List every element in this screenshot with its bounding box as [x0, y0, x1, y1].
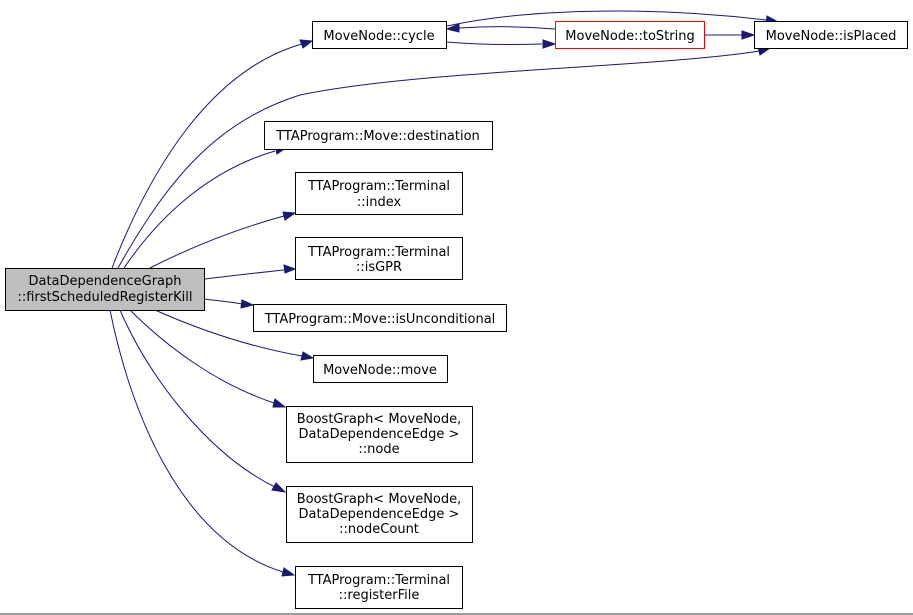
node-nodecount-line-1: BoostGraph< MoveNode, [297, 492, 462, 507]
node-nodecount[interactable]: BoostGraph< MoveNode, DataDependenceEdge… [286, 486, 473, 543]
edge-root-to-cycle-arrowhead [299, 39, 314, 49]
node-isplaced-label: MoveNode::isPlaced [766, 29, 897, 44]
edge-root-to-isgpr-arrowhead [283, 264, 297, 274]
node-root[interactable]: DataDependenceGraph ::firstScheduledRegi… [5, 268, 205, 311]
node-cycle[interactable]: MoveNode::cycle [312, 21, 447, 49]
node-destination-label: TTAProgram::Move::destination [275, 129, 480, 144]
node-index-line-2: ::index [357, 195, 402, 210]
node-index-line-1: TTAProgram::Terminal [307, 179, 450, 194]
node-registerfile-line-1: TTAProgram::Terminal [307, 573, 450, 588]
edge-root-to-move-arrowhead [300, 351, 315, 361]
edge-root-to-destination [123, 150, 276, 269]
node-isplaced[interactable]: MoveNode::isPlaced [754, 21, 908, 49]
node-isgpr-line-1: TTAProgram::Terminal [307, 245, 450, 260]
edge-root-to-isunconditional-arrowhead [240, 299, 255, 309]
node-destination[interactable]: TTAProgram::Move::destination [264, 121, 493, 150]
node-nodecount-line-3: ::nodeCount [339, 522, 419, 537]
edge-cycle-to-isplaced [446, 10, 767, 27]
node-move-label: MoveNode::move [323, 363, 437, 378]
node-isgpr-line-2: ::isGPR [356, 260, 402, 275]
edge-root-to-registerfile [109, 309, 284, 573]
node-node-line-1: BoostGraph< MoveNode, [297, 412, 462, 427]
edge-cycle-to-tostring-arrowhead [542, 39, 557, 49]
edge-root-to-node-arrowhead [272, 398, 287, 408]
edge-root-to-isgpr [203, 269, 285, 280]
edge-tostring-to-cycle-arrowhead [445, 23, 460, 33]
edge-root-to-cycle [111, 43, 303, 269]
bottom-divider [0, 613, 913, 615]
node-node-line-2: DataDependenceEdge > [299, 427, 460, 442]
edge-root-to-move [154, 309, 303, 357]
edge-root-to-node [129, 309, 275, 404]
node-move[interactable]: MoveNode::move [313, 355, 448, 383]
edge-root-to-nodecount-arrowhead [271, 482, 287, 493]
node-isgpr[interactable]: TTAProgram::Terminal ::isGPR [295, 237, 463, 280]
node-root-line-2: ::firstScheduledRegisterKill [17, 290, 192, 305]
node-root-line-1: DataDependenceGraph [28, 274, 181, 289]
node-tostring-label: MoveNode::toString [565, 29, 694, 44]
edge-root-to-isunconditional [203, 298, 243, 305]
edge-cycle-to-tostring [446, 41, 543, 46]
edge-root-to-registerfile-arrowhead [281, 567, 296, 577]
edge-root-to-isplaced [117, 50, 761, 269]
edge-root-to-index-arrowhead [282, 211, 297, 221]
node-cycle-label: MoveNode::cycle [323, 29, 434, 44]
node-isunconditional-label: TTAProgram::Move::isUnconditional [264, 312, 496, 327]
edge-root-to-nodecount [119, 309, 276, 488]
edge-root-to-index [149, 215, 285, 269]
node-registerfile[interactable]: TTAProgram::Terminal ::registerFile [295, 566, 463, 609]
edge-tostring-to-isplaced-arrowhead [741, 30, 756, 40]
edge-tostring-to-cycle [458, 26, 556, 30]
node-node-line-3: ::node [358, 442, 399, 457]
node-registerfile-line-2: ::registerFile [339, 588, 420, 603]
node-node[interactable]: BoostGraph< MoveNode, DataDependenceEdge… [286, 406, 473, 463]
node-index[interactable]: TTAProgram::Terminal ::index [295, 172, 463, 215]
node-nodecount-line-2: DataDependenceEdge > [299, 507, 460, 522]
node-tostring[interactable]: MoveNode::toString [555, 21, 705, 49]
node-isunconditional[interactable]: TTAProgram::Move::isUnconditional [253, 304, 507, 332]
